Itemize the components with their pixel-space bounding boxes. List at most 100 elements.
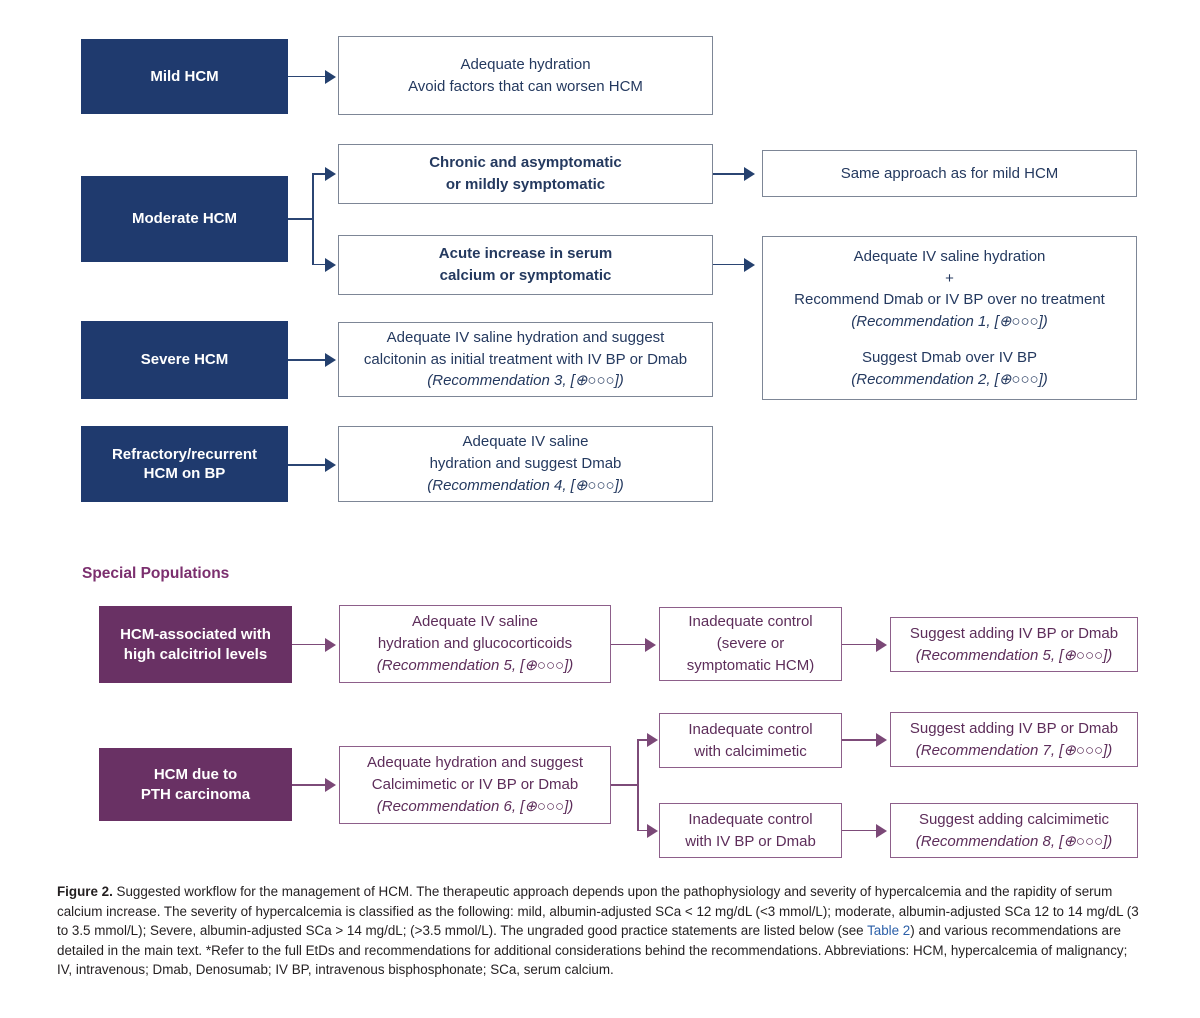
calcitriol-step2-line-2: (severe or — [716, 635, 785, 653]
treatment-box-pth-step1: Adequate hydration and suggest Calcimime… — [339, 746, 611, 824]
outcome-box-pth-rec8: Suggest adding calcimimetic (Recommendat… — [890, 803, 1138, 858]
connector-calcitriol-2 — [611, 643, 653, 646]
calcitriol-step3-rec: (Recommendation 5, [⊕○○○]) — [915, 646, 1113, 664]
calcitriol-step2-line-1: Inadequate control — [688, 613, 813, 631]
arrow-calcitriol-1 — [325, 637, 336, 652]
connector-severe — [288, 359, 334, 361]
acute-out-plus: + — [945, 269, 954, 287]
category-label-moderate: Moderate HCM — [131, 210, 237, 228]
connector-pth-split-spine — [637, 739, 639, 831]
table-2-link[interactable]: Table 2 — [867, 923, 911, 939]
arrow-severe — [325, 353, 336, 367]
pth-step1-line-2: Calcimimetic or IV BP or Dmab — [371, 776, 579, 794]
category-label-pth-1: HCM due to — [153, 766, 238, 784]
connector-pth-branch-upper — [637, 739, 655, 741]
figure-label: Figure 2. — [57, 884, 113, 899]
severe-line-2: calcitonin as initial treatment with IV … — [363, 350, 688, 368]
category-box-calcitriol: HCM-associated with high calcitriol leve… — [99, 606, 292, 683]
pth-branch-a-line-1: Inadequate control — [688, 720, 813, 738]
acute-out-rec-1: (Recommendation 1, [⊕○○○]) — [851, 313, 1048, 330]
category-label-mild: Mild HCM — [150, 67, 219, 85]
status-box-calcitriol-inadequate: Inadequate control (severe or symptomati… — [659, 607, 842, 681]
connector-calcitriol-3 — [842, 643, 884, 646]
connector-chronic-out — [713, 173, 751, 175]
treatment-box-severe: Adequate IV saline hydration and suggest… — [338, 322, 713, 397]
status-box-pth-calcimimetic: Inadequate control with calcimimetic — [659, 713, 842, 768]
pth-branch-a-line-2: with calcimimetic — [694, 742, 807, 760]
arrow-pth-branch-upper — [647, 733, 658, 747]
acute-out-line-3: Suggest Dmab over IV BP — [861, 348, 1038, 366]
acute-out-line-1: Adequate IV saline hydration — [853, 247, 1046, 265]
connector-moderate-stem — [288, 218, 314, 220]
arrow-pth-branch-lower — [647, 823, 658, 838]
arrow-mild — [325, 69, 336, 84]
arrow-moderate-upper — [325, 167, 336, 181]
status-box-pth-ivbp-dmab: Inadequate control with IV BP or Dmab — [659, 803, 842, 858]
connector-pth-branch-lower — [637, 829, 655, 832]
pth-branch-a-out-line-1: Suggest adding IV BP or Dmab — [909, 719, 1119, 737]
outcome-box-acute-treatment: Adequate IV saline hydration + Recommend… — [762, 236, 1137, 400]
category-box-severe-hcm: Severe HCM — [81, 321, 288, 399]
arrow-pth-branch-a-out — [876, 733, 887, 747]
category-box-mild-hcm: Mild HCM — [81, 39, 288, 114]
arrow-pth-1 — [325, 778, 336, 792]
connector-calcitriol-1 — [292, 643, 334, 646]
arrow-calcitriol-2 — [645, 637, 656, 652]
category-label-calcitriol-1: HCM-associated with — [120, 626, 271, 644]
acute-line-2: calcium or symptomatic — [439, 267, 612, 284]
section-heading-special-populations: Special Populations — [82, 565, 230, 582]
arrow-calcitriol-3 — [876, 637, 887, 652]
connector-pth-branch-b-out — [842, 829, 884, 832]
connector-moderate-spine — [312, 173, 314, 265]
category-label-pth-2: PTH carcinoma — [140, 785, 251, 803]
calcitriol-step3-line-1: Suggest adding IV BP or Dmab — [909, 624, 1119, 642]
category-label-refractory-2: HCM on BP — [143, 465, 226, 482]
category-box-moderate-hcm: Moderate HCM — [81, 176, 288, 262]
mild-treatment-line-1: Adequate hydration — [460, 55, 591, 73]
figure-caption-part-2: ) and various recommendations are detail… — [57, 923, 1128, 978]
severe-line-1: Adequate IV saline hydration and suggest — [386, 328, 665, 346]
category-box-pth-carcinoma: HCM due to PTH carcinoma — [99, 748, 292, 821]
category-box-refractory-hcm: Refractory/recurrent HCM on BP — [81, 426, 288, 502]
arrow-chronic-out — [744, 167, 755, 181]
pth-step1-line-1: Adequate hydration and suggest — [367, 754, 583, 772]
outcome-box-calcitriol: Suggest adding IV BP or Dmab (Recommenda… — [890, 617, 1138, 672]
refractory-rec: (Recommendation 4, [⊕○○○]) — [427, 476, 624, 494]
chronic-line-1: Chronic and asymptomatic — [429, 154, 622, 172]
treatment-box-mild: Adequate hydration Avoid factors that ca… — [338, 36, 713, 115]
arrow-moderate-lower — [325, 257, 336, 272]
outcome-box-pth-rec7: Suggest adding IV BP or Dmab (Recommenda… — [890, 712, 1138, 767]
arrow-acute-out — [744, 257, 755, 272]
connector-pth-1 — [292, 784, 334, 786]
acute-line-1: Acute increase in serum — [438, 245, 613, 263]
figure-caption: Figure 2. Suggested workflow for the man… — [57, 882, 1143, 980]
arrow-pth-branch-b-out — [876, 823, 887, 838]
calcitriol-step1-line-2: hydration and glucocorticoids — [377, 635, 573, 653]
arrow-refractory — [325, 458, 336, 472]
treatment-box-calcitriol-step1: Adequate IV saline hydration and glucoco… — [339, 605, 611, 683]
calcitriol-step1-rec: (Recommendation 5, [⊕○○○]) — [376, 656, 574, 674]
condition-box-acute: Acute increase in serum calcium or sympt… — [338, 235, 713, 295]
pth-branch-b-line-2: with IV BP or Dmab — [685, 832, 816, 850]
acute-out-rec-2: (Recommendation 2, [⊕○○○]) — [851, 370, 1048, 388]
connector-pth-branch-a-out — [842, 739, 884, 741]
condition-box-chronic: Chronic and asymptomatic or mildly sympt… — [338, 144, 713, 204]
pth-branch-b-out-rec: (Recommendation 8, [⊕○○○]) — [915, 832, 1113, 850]
category-label-severe: Severe HCM — [140, 351, 229, 369]
category-label-refractory-1: Refractory/recurrent — [111, 445, 258, 463]
same-as-mild-text: Same approach as for mild HCM — [840, 164, 1059, 182]
treatment-box-refractory: Adequate IV saline hydration and suggest… — [338, 426, 713, 502]
calcitriol-step1-line-1: Adequate IV saline — [412, 613, 538, 631]
connector-pth-split-stem — [611, 784, 639, 786]
connector-moderate-lower — [312, 263, 334, 266]
connector-refractory — [288, 464, 334, 466]
pth-branch-a-out-rec: (Recommendation 7, [⊕○○○]) — [915, 741, 1113, 759]
figure-caption-part-1: Suggested workflow for the management of… — [57, 884, 1139, 939]
calcitriol-step2-line-3: symptomatic HCM) — [686, 656, 815, 674]
pth-branch-b-line-1: Inadequate control — [688, 810, 813, 828]
mild-treatment-line-2: Avoid factors that can worsen HCM — [408, 77, 643, 95]
refractory-line-2: hydration and suggest Dmab — [429, 455, 622, 473]
severe-rec: (Recommendation 3, [⊕○○○]) — [427, 372, 624, 390]
chronic-line-2: or mildly symptomatic — [445, 176, 606, 193]
